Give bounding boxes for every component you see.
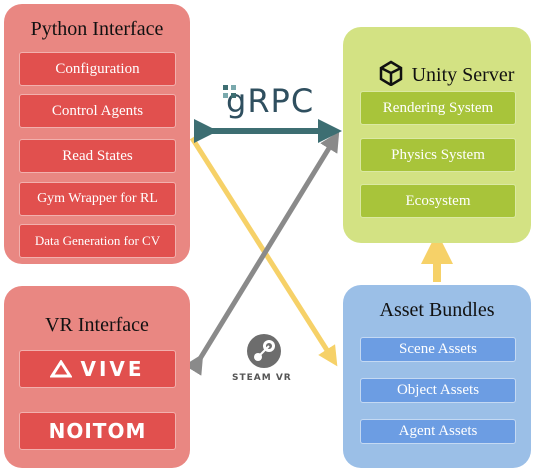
noitom-logo-button[interactable]: NOITOM [19,412,176,450]
unity-server-title: Unity Server [343,55,531,87]
noitom-logo-text: NOITOM [48,419,147,443]
grpc-logo-icon [223,85,236,98]
unity-logo-icon [379,60,402,87]
python-to-assets-arrow [189,136,338,367]
control-agents-button[interactable]: Control Agents [19,94,176,128]
python-interface-title: Python Interface [30,18,164,40]
agent-assets-button[interactable]: Agent Assets [360,419,516,444]
ecosystem-button[interactable]: Ecosystem [360,184,516,218]
rendering-system-button[interactable]: Rendering System [360,91,516,125]
vive-logo-button[interactable]: VIVE [19,350,176,388]
vr-unity-arrow [184,131,340,376]
read-states-button[interactable]: Read States [19,139,176,173]
scene-assets-button[interactable]: Scene Assets [360,337,516,362]
unity-server-title-text: Unity Server [411,64,515,86]
vr-interface-panel: VR Interface VIVE NOITOM [4,286,190,468]
grpc-text: gRPC [226,82,315,120]
asset-bundles-title: Asset Bundles [379,299,495,321]
steam-vr-label: STEAM VR [232,373,292,383]
object-assets-button[interactable]: Object Assets [360,378,516,403]
data-generation-button[interactable]: Data Generation for CV [19,224,176,258]
asset-bundles-panel: Asset Bundles Scene Assets Object Assets… [343,285,531,468]
python-interface-panel: Python Interface Configuration Control A… [4,4,190,264]
physics-system-button[interactable]: Physics System [360,138,516,172]
unity-server-panel: Unity Server Rendering System Physics Sy… [343,27,531,243]
grpc-label: gRPC [223,82,315,120]
configuration-button[interactable]: Configuration [19,52,176,86]
vr-interface-title: VR Interface [45,314,149,336]
steam-icon [247,334,281,368]
vive-logo-text: VIVE [80,357,145,381]
gym-wrapper-button[interactable]: Gym Wrapper for RL [19,182,176,216]
vive-logo-icon [50,360,73,378]
